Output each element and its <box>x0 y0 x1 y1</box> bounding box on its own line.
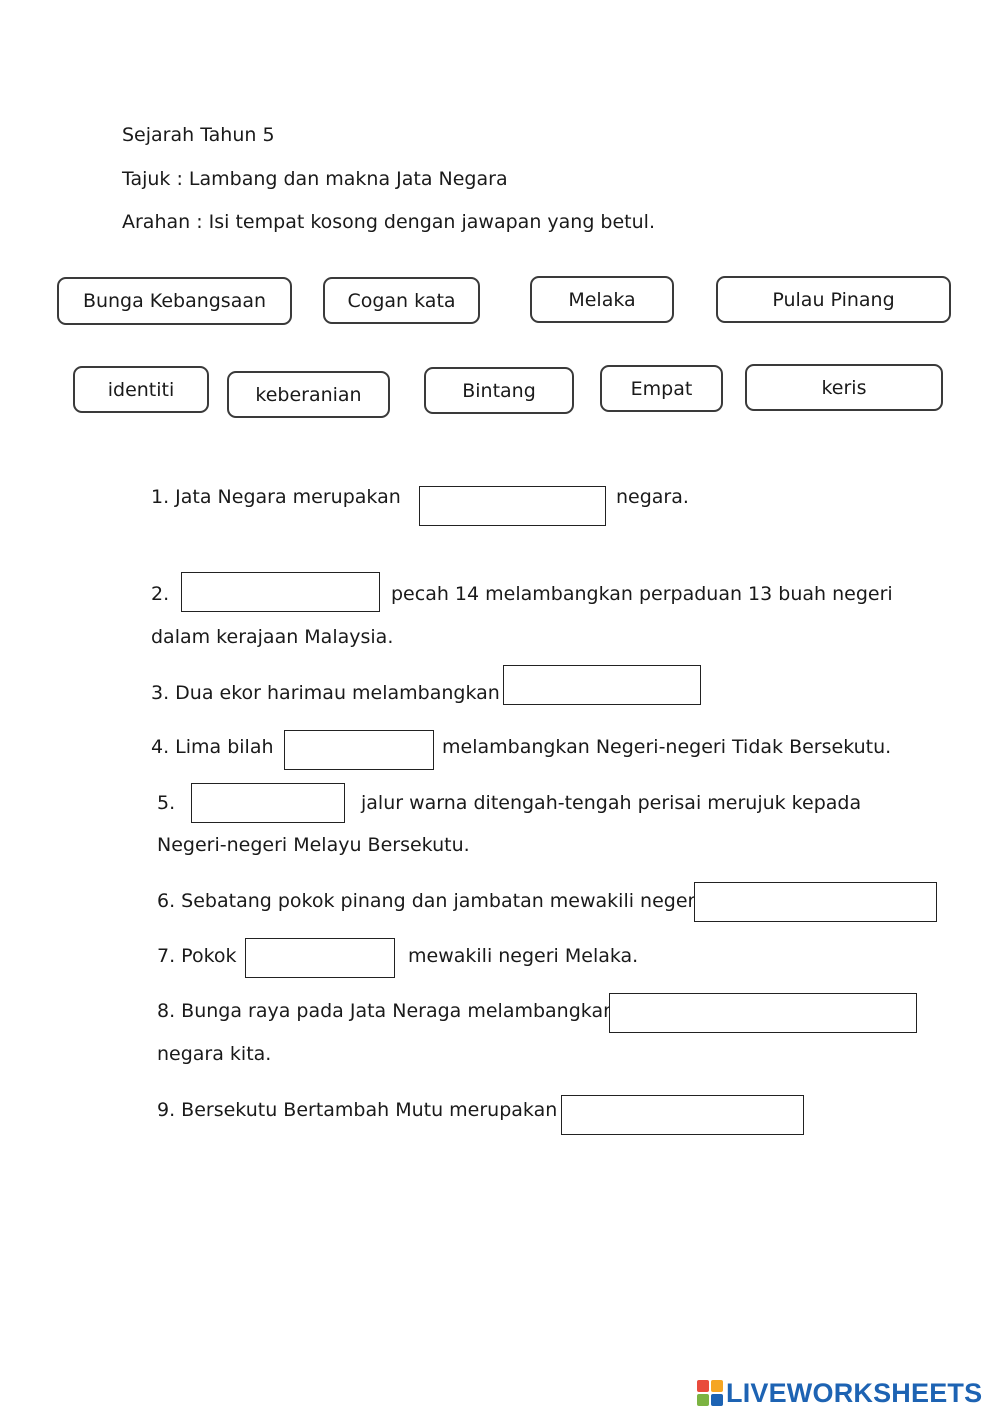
question-4-text-end: melambangkan Negeri-negeri Tidak Berseku… <box>442 736 892 758</box>
subject-heading: Sejarah Tahun 5 <box>122 124 275 146</box>
question-8-text: 8. Bunga raya pada Jata Neraga melambang… <box>157 1000 616 1022</box>
question-8-text-line2: negara kita. <box>157 1043 272 1065</box>
question-9-text: 9. Bersekutu Bertambah Mutu merupakan <box>157 1099 558 1121</box>
question-4-text: 4. Lima bilah <box>151 736 274 758</box>
liveworksheets-logo: LIVEWORKSHEETS <box>697 1375 982 1411</box>
worksheet-title: Tajuk : Lambang dan makna Jata Negara <box>122 168 508 190</box>
word-chip-keris[interactable]: keris <box>745 364 943 411</box>
liveworksheets-mark-icon <box>697 1380 723 1406</box>
question-7-text-end: mewakili negeri Melaka. <box>408 945 639 967</box>
answer-blank-8[interactable] <box>609 993 917 1033</box>
word-chip-bunga-kebangsaan[interactable]: Bunga Kebangsaan <box>57 277 292 325</box>
answer-blank-9[interactable] <box>561 1095 804 1135</box>
word-chip-pulau-pinang[interactable]: Pulau Pinang <box>716 276 951 323</box>
answer-blank-6[interactable] <box>694 882 937 922</box>
question-5-text-line2: Negeri-negeri Melayu Bersekutu. <box>157 834 470 856</box>
question-5-text: jalur warna ditengah-tengah perisai meru… <box>361 792 862 814</box>
answer-blank-1[interactable] <box>419 486 606 526</box>
answer-blank-7[interactable] <box>245 938 395 978</box>
question-2-text-line2: dalam kerajaan Malaysia. <box>151 626 394 648</box>
instruction-text: Arahan : Isi tempat kosong dengan jawapa… <box>122 211 655 233</box>
word-chip-keberanian[interactable]: keberanian <box>227 371 390 418</box>
answer-blank-2[interactable] <box>181 572 380 612</box>
answer-blank-5[interactable] <box>191 783 345 823</box>
liveworksheets-brand-text: LIVEWORKSHEETS <box>726 1377 983 1408</box>
word-chip-melaka[interactable]: Melaka <box>530 276 674 323</box>
question-5-number: 5. <box>157 792 176 814</box>
question-3-text: 3. Dua ekor harimau melambangkan <box>151 682 500 704</box>
word-chip-identiti[interactable]: identiti <box>73 366 209 413</box>
word-chip-bintang[interactable]: Bintang <box>424 367 574 414</box>
answer-blank-4[interactable] <box>284 730 434 770</box>
question-7-text: 7. Pokok <box>157 945 237 967</box>
question-1-text-end: negara. <box>616 486 689 508</box>
word-chip-cogan-kata[interactable]: Cogan kata <box>323 277 480 324</box>
question-2-number: 2. <box>151 583 170 605</box>
word-chip-empat[interactable]: Empat <box>600 365 723 412</box>
question-2-text: pecah 14 melambangkan perpaduan 13 buah … <box>391 583 893 605</box>
question-6-text: 6. Sebatang pokok pinang dan jambatan me… <box>157 890 701 912</box>
question-1-text: 1. Jata Negara merupakan <box>151 486 401 508</box>
answer-blank-3[interactable] <box>503 665 701 705</box>
